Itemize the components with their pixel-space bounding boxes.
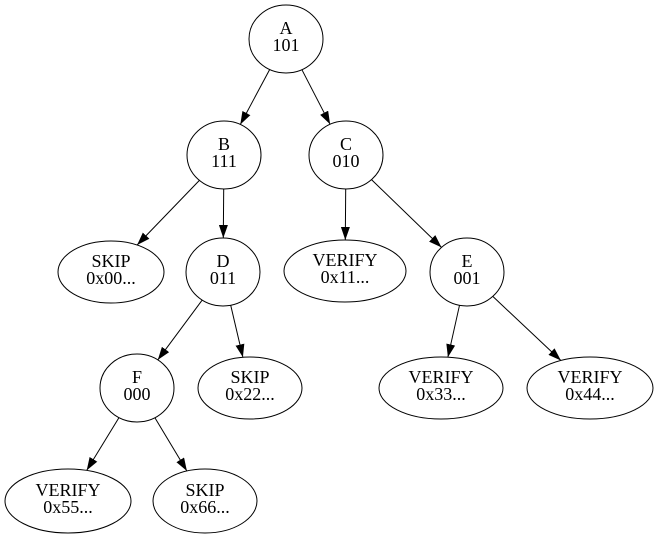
node-label: E — [462, 251, 473, 271]
edge-B-S00 — [136, 180, 200, 246]
node-sublabel: 111 — [211, 151, 237, 171]
node-label: D — [217, 251, 230, 271]
node-sublabel: 101 — [273, 35, 300, 55]
node-sublabel: 0x44... — [565, 384, 615, 404]
edge-A-C — [301, 69, 331, 125]
edge-D-S22 — [230, 305, 245, 358]
node-label: VERIFY — [557, 367, 622, 387]
node-sublabel: 001 — [454, 268, 481, 288]
node-label: F — [132, 367, 142, 387]
node-circle — [429, 237, 505, 307]
node-sublabel: 011 — [210, 268, 236, 288]
node-circle — [248, 4, 324, 74]
node-ellipse — [378, 356, 504, 420]
node-V33: VERIFY0x33... — [378, 356, 504, 420]
node-V44: VERIFY0x44... — [526, 356, 654, 420]
edge-C-E — [371, 179, 442, 248]
edge-A-B — [239, 69, 271, 125]
node-V11: VERIFY0x11... — [283, 239, 407, 303]
edge-E-V44 — [492, 296, 562, 361]
node-label: SKIP — [185, 480, 224, 500]
node-V55: VERIFY0x55... — [4, 468, 132, 534]
node-sublabel: 0x11... — [321, 267, 370, 287]
edge-E-V33 — [446, 305, 460, 358]
node-S22: SKIP0x22... — [197, 356, 303, 420]
node-circle — [186, 120, 262, 190]
node-sublabel: 0x00... — [86, 268, 136, 288]
node-label: B — [218, 134, 230, 154]
node-label: A — [280, 18, 293, 38]
node-ellipse — [4, 468, 132, 534]
node-circle — [99, 353, 175, 423]
node-circle — [308, 120, 384, 190]
node-label: SKIP — [230, 367, 269, 387]
node-sublabel: 010 — [333, 151, 360, 171]
node-S66: SKIP0x66... — [152, 468, 258, 534]
node-sublabel: 000 — [124, 384, 151, 404]
node-sublabel: 0x66... — [180, 497, 230, 517]
node-ellipse — [152, 468, 258, 534]
node-ellipse — [283, 239, 407, 303]
node-ellipse — [197, 356, 303, 420]
node-circle — [185, 237, 261, 307]
node-label: VERIFY — [35, 480, 100, 500]
node-label: VERIFY — [408, 367, 473, 387]
node-label: VERIFY — [312, 250, 377, 270]
node-label: SKIP — [91, 251, 130, 271]
node-sublabel: 0x55... — [43, 497, 93, 517]
edge-D-F — [157, 299, 203, 361]
edge-F-V55 — [86, 417, 120, 471]
node-ellipse — [57, 240, 165, 304]
node-S00: SKIP0x00... — [57, 240, 165, 304]
edge-F-S66 — [154, 417, 188, 472]
node-label: C — [340, 134, 352, 154]
node-sublabel: 0x33... — [416, 384, 466, 404]
node-ellipse — [526, 356, 654, 420]
node-sublabel: 0x22... — [225, 384, 275, 404]
